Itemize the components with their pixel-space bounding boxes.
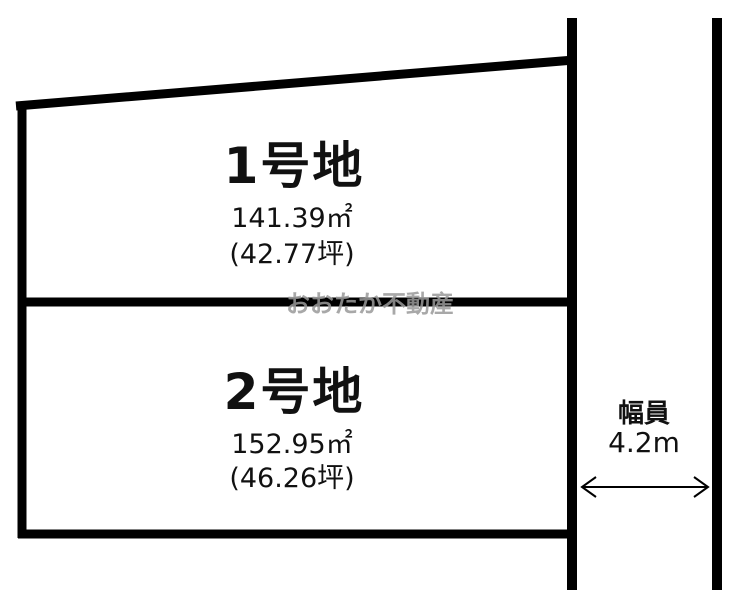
- lot1-area-tsubo: (42.77坪): [229, 239, 355, 270]
- watermark: おおたか不動産: [286, 290, 454, 318]
- lot1-top-boundary: [15, 55, 575, 111]
- road-width-arrow-icon: [580, 476, 710, 498]
- lot2-area-tsubo: (46.26坪): [229, 463, 355, 494]
- lot2-area-sqm: 152.95㎡: [231, 429, 353, 460]
- lot2-label: 2号地: [223, 363, 365, 421]
- lot1-label: 1号地: [223, 137, 365, 195]
- road-width-label: 幅員: [617, 399, 671, 429]
- road-width-value: 4.2m: [608, 426, 680, 459]
- lot1-area-sqm: 141.39㎡: [231, 203, 353, 234]
